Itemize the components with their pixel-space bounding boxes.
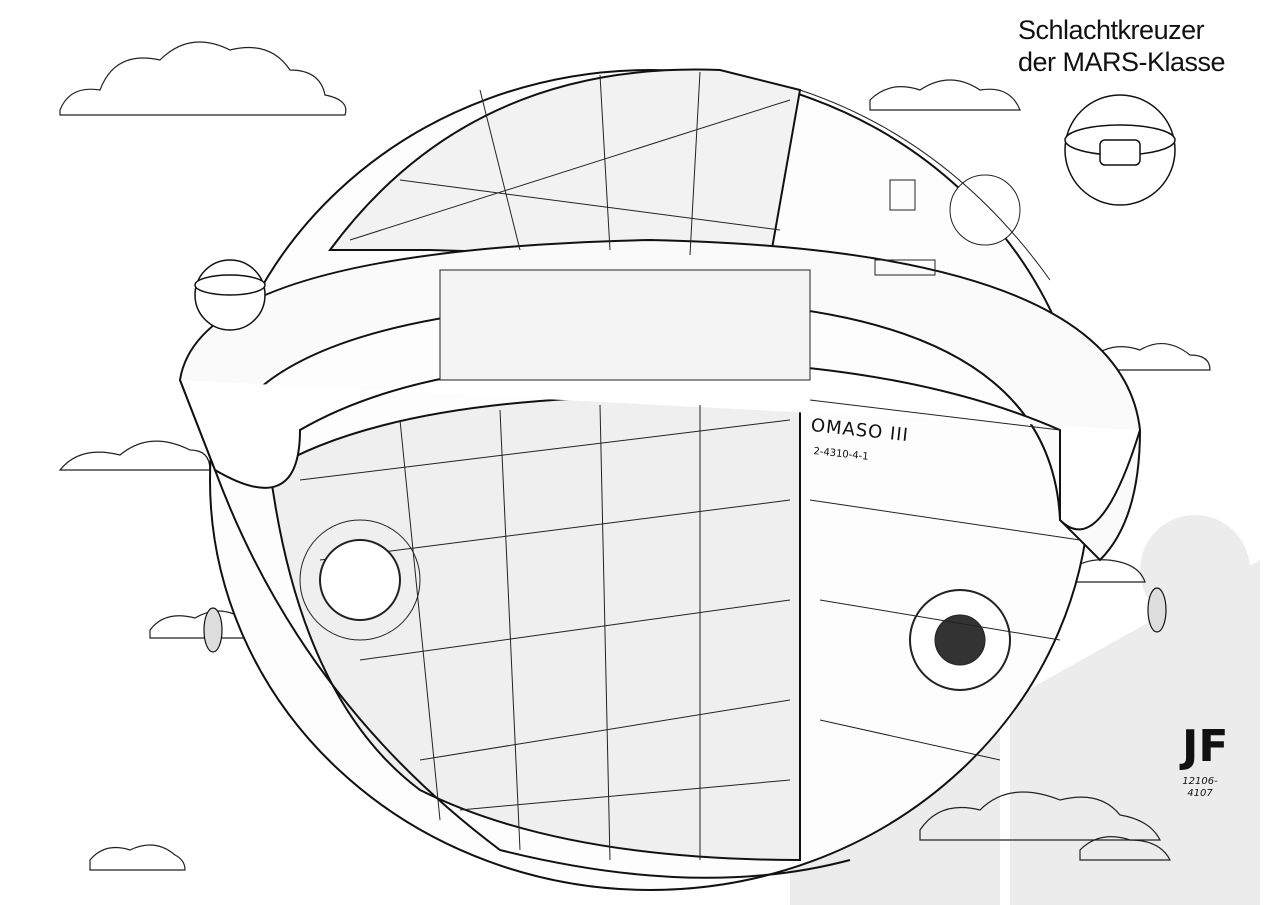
artist-signature-code: 12106-4107 — [1182, 776, 1218, 799]
interior-machinery — [299, 71, 1021, 861]
artist-monogram: JF — [1182, 721, 1229, 772]
small-craft — [203, 587, 1167, 653]
clouds — [58, 41, 1211, 871]
title-line-2: der MARS-Klasse — [1018, 47, 1226, 77]
hull-panels — [799, 89, 1081, 761]
battlecruiser-sphere — [178, 68, 1142, 891]
escort-ship-left — [194, 259, 266, 331]
title-line-1: Schlachtkreuzer — [1018, 15, 1205, 45]
illustration-title: Schlachtkreuzer der MARS-Klasse — [1018, 14, 1226, 78]
escort-ship-top-right — [1064, 94, 1176, 206]
